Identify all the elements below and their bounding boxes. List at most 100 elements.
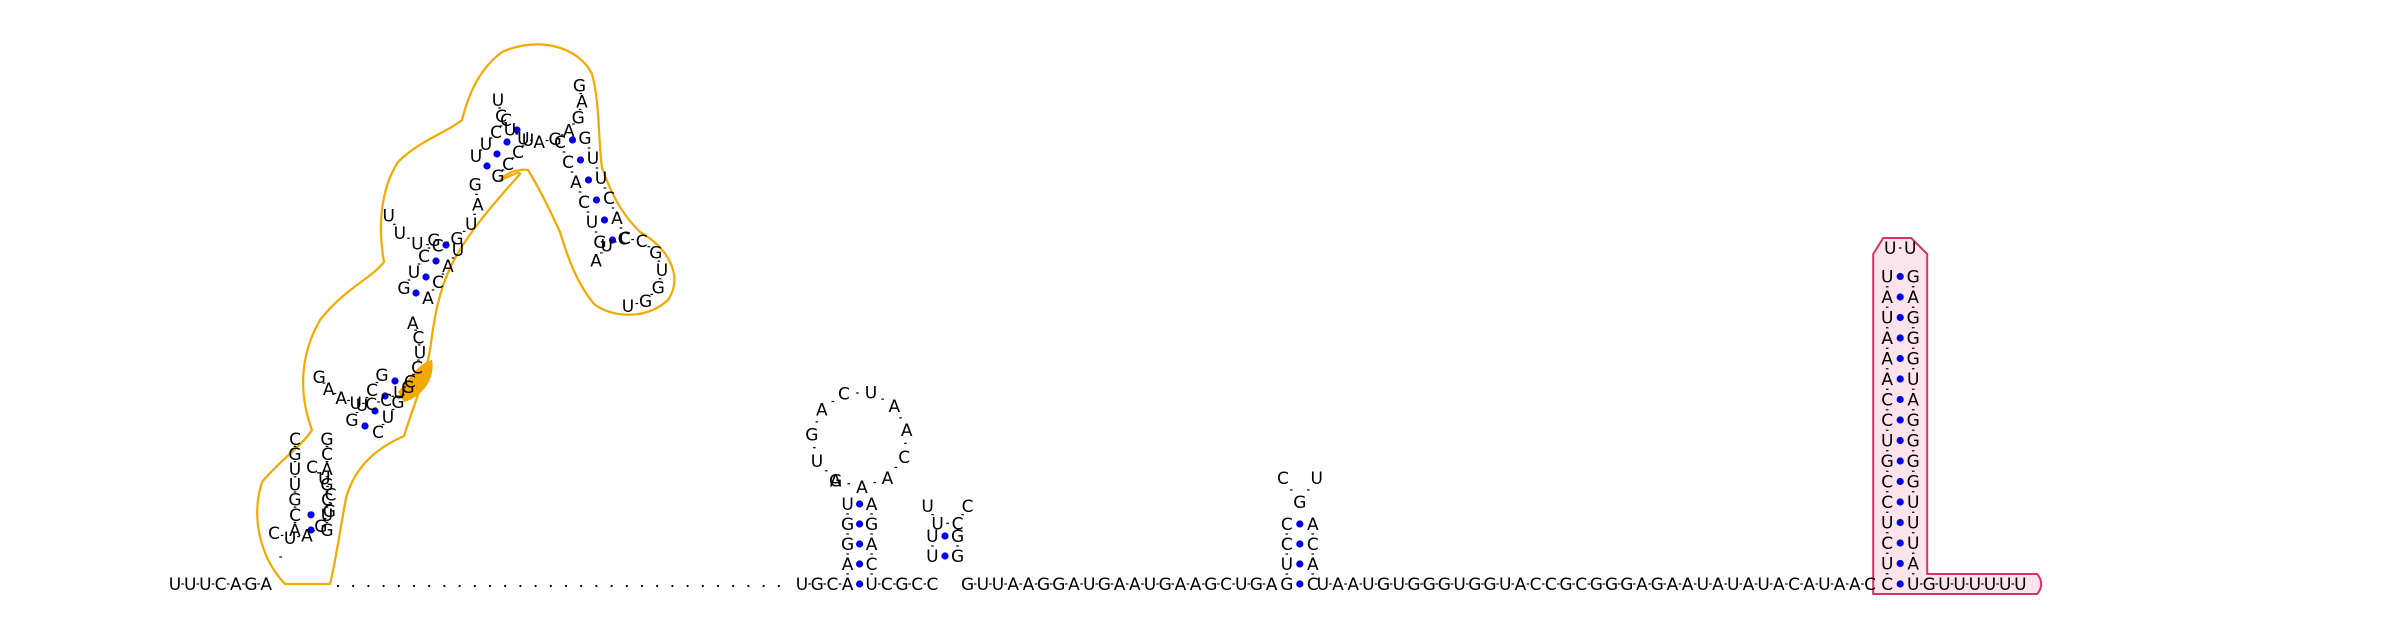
loop-nucleotide: A bbox=[407, 314, 419, 334]
loop-nucleotide: C bbox=[411, 359, 423, 379]
helix-nucleotide: A bbox=[321, 460, 333, 480]
linker-nucleotide: C bbox=[1788, 575, 1800, 595]
linker-dot bbox=[716, 584, 720, 588]
linker-dot bbox=[732, 584, 735, 588]
helix-nucleotide: G bbox=[375, 366, 388, 386]
loop-nucleotide: G bbox=[549, 130, 562, 150]
linker-dot bbox=[473, 584, 476, 588]
loop-nucleotide: U bbox=[414, 344, 426, 364]
helix-nucleotide: G bbox=[841, 515, 854, 535]
helix-nucleotide: U bbox=[522, 131, 534, 151]
base-pair-dot bbox=[1896, 518, 1904, 527]
helix-nucleotide: A bbox=[842, 555, 854, 575]
helix-nucleotide: G bbox=[320, 430, 333, 450]
linker-nucleotide: U bbox=[1499, 575, 1511, 595]
linker-nucleotide: G bbox=[895, 575, 908, 595]
trailer-nucleotide: U bbox=[1999, 575, 2011, 595]
loop-nucleotide: C bbox=[838, 385, 850, 405]
base-pair-dot bbox=[361, 422, 369, 430]
loop-nucleotide: A bbox=[856, 478, 868, 498]
terminator-outline bbox=[1872, 237, 2043, 595]
loop-nucleotide: U bbox=[284, 529, 296, 549]
helix-nucleotide: C bbox=[1281, 515, 1293, 535]
helix-nucleotide: U bbox=[321, 506, 333, 526]
linker-dot bbox=[382, 584, 385, 588]
linker-nucleotide: C bbox=[881, 575, 893, 595]
trailer-nucleotide: U bbox=[1984, 575, 1996, 595]
helix-nucleotide: G bbox=[865, 515, 878, 535]
linker-dot bbox=[762, 584, 765, 588]
loop-nucleotide: U bbox=[318, 470, 330, 490]
base-pair-dot bbox=[1896, 539, 1904, 547]
helix-nucleotide: G bbox=[951, 547, 964, 567]
linker-nucleotide: U bbox=[1697, 575, 1709, 595]
terminator-nucleotide: G bbox=[1907, 452, 1920, 472]
loop-nucleotide: C bbox=[413, 328, 425, 348]
linker-nucleotide: A bbox=[1682, 575, 1694, 595]
linker-nucleotide: A bbox=[1023, 575, 1035, 595]
helix-nucleotide: G bbox=[288, 445, 301, 465]
base-pair-dot bbox=[442, 241, 450, 249]
linker-dot bbox=[443, 584, 446, 588]
terminator-nucleotide: G bbox=[1907, 411, 1920, 431]
terminator-nucleotide: G bbox=[1907, 309, 1920, 329]
linker-dot bbox=[595, 584, 598, 588]
helix-nucleotide: G bbox=[397, 279, 410, 299]
linker-dot bbox=[428, 584, 431, 588]
linker-nucleotide: U bbox=[1362, 575, 1374, 595]
terminator-nucleotide: A bbox=[1907, 288, 1919, 308]
linker-nucleotide: C bbox=[826, 575, 838, 595]
terminator-nucleotide: C bbox=[1881, 473, 1893, 493]
helix-nucleotide: C bbox=[562, 153, 574, 173]
base-pair-dot bbox=[1896, 580, 1904, 588]
helix-nucleotide: A bbox=[570, 173, 582, 193]
linker-dot bbox=[640, 584, 644, 588]
linker-nucleotide: G bbox=[1468, 575, 1481, 595]
loop-nucleotide: U bbox=[811, 452, 823, 472]
linker-nucleotide: U bbox=[1235, 575, 1247, 595]
linker-nucleotide: C bbox=[1575, 575, 1587, 595]
loop-nucleotide: G bbox=[829, 472, 842, 492]
linker-nucleotide: G bbox=[1098, 575, 1111, 595]
terminator-nucleotide: C bbox=[1881, 493, 1893, 513]
loop-nucleotide: G bbox=[323, 502, 336, 522]
terminator-nucleotide: C bbox=[1881, 391, 1893, 411]
helix-nucleotide: C bbox=[502, 155, 514, 175]
leader-nucleotide: C bbox=[215, 575, 227, 595]
linker-nucleotide: U bbox=[796, 575, 808, 595]
terminator-nucleotide: A bbox=[1881, 370, 1893, 390]
terminator-nucleotide: U bbox=[1907, 370, 1919, 390]
trailer-nucleotide: U bbox=[1953, 575, 1965, 595]
trailer-nucleotide: U bbox=[1969, 575, 1981, 595]
linker-nucleotide: A bbox=[1743, 575, 1755, 595]
helix-nucleotide: C bbox=[554, 133, 566, 153]
linker-nucleotide: G bbox=[1620, 575, 1633, 595]
leader-nucleotide: A bbox=[260, 575, 272, 595]
base-pair-dot bbox=[1896, 457, 1904, 465]
linker-nucleotide: U bbox=[977, 575, 989, 595]
base-pair-dot bbox=[856, 520, 864, 528]
leader-nucleotide: U bbox=[184, 575, 196, 595]
loop-nucleotide: C bbox=[380, 391, 392, 411]
linker-nucleotide: A bbox=[1266, 575, 1278, 595]
linker-nucleotide: C bbox=[1545, 575, 1557, 595]
base-pair-dot bbox=[1296, 540, 1304, 548]
terminator-nucleotide: U bbox=[1881, 309, 1893, 329]
linker-nucleotide: C bbox=[911, 575, 923, 595]
loop-nucleotide: U bbox=[1904, 239, 1916, 259]
helix-nucleotide: U bbox=[586, 213, 598, 233]
linker-nucleotide: A bbox=[1515, 575, 1527, 595]
helix-nucleotide: C bbox=[1307, 535, 1319, 555]
linker-nucleotide: U bbox=[1727, 575, 1739, 595]
linker-dot bbox=[686, 584, 689, 588]
loop-nucleotide: C bbox=[636, 232, 648, 252]
leader-nucleotide: U bbox=[169, 575, 181, 595]
helix-nucleotide: U bbox=[356, 396, 368, 416]
terminator-nucleotide: U bbox=[1907, 534, 1919, 554]
loop-nucleotide: G bbox=[1293, 493, 1306, 513]
linker-nucleotide: A bbox=[1114, 575, 1126, 595]
terminator-nucleotide: A bbox=[1907, 555, 1919, 575]
helix-nucleotide: C bbox=[490, 123, 502, 143]
loop-nucleotide: G bbox=[805, 425, 818, 445]
